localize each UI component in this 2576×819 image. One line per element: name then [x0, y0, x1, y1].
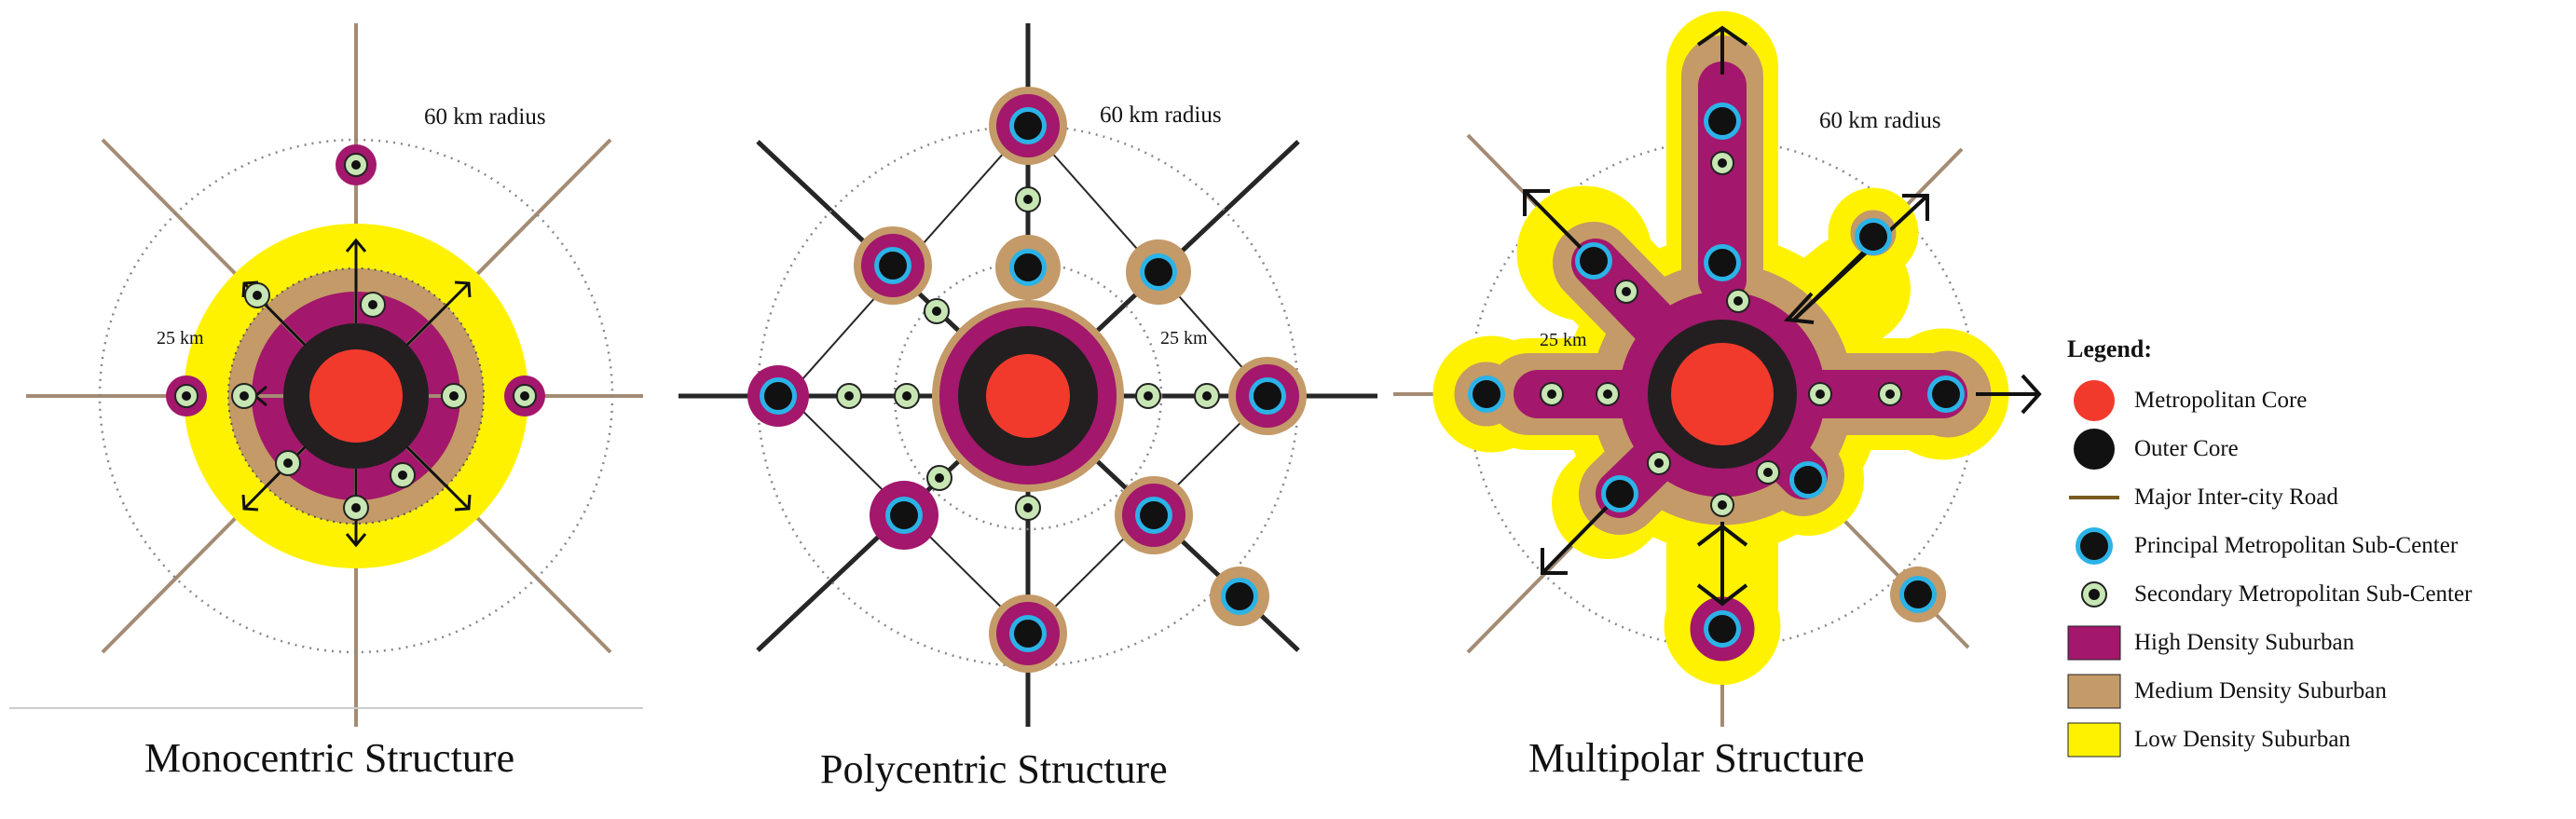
secondary-sub-center: [231, 383, 257, 409]
principal-sub-center: [747, 365, 809, 427]
secondary-sub-center: [244, 282, 270, 308]
poly-25km-label: 25 km: [1160, 328, 1208, 348]
secondary-sub-center: [1647, 451, 1671, 475]
multipolar-title: Multipolar Structure: [1528, 735, 1865, 781]
multi-metropolitan-core: [1671, 343, 1774, 445]
mono-satellite-nodes: [166, 144, 545, 416]
road-swatch: [2067, 477, 2121, 518]
secondary-sub-center: [1614, 280, 1638, 304]
principal-sub-center: [1228, 357, 1307, 435]
high-density-swatch: [2067, 622, 2121, 663]
secondary-sub-center: [1596, 382, 1620, 406]
satellite-node: [166, 375, 207, 416]
satellite-node: [336, 144, 377, 185]
multipolar-diagram: [1393, 11, 2042, 727]
secondary-sub-center: [924, 298, 950, 324]
legend: Legend: Metropolitan Core Outer Core Maj…: [2067, 335, 2570, 764]
principal-sub-center: [1210, 566, 1269, 626]
principal-sub-center: [1704, 244, 1741, 281]
secondary-sub-center: [926, 465, 952, 491]
legend-label: Secondary Metropolitan Sub-Center: [2134, 581, 2473, 607]
secondary-sub-center: [1808, 382, 1832, 406]
principal-sub-center: [1126, 239, 1191, 305]
legend-item-secondary-sub-center: Secondary Metropolitan Sub-Center: [2067, 570, 2570, 619]
monocentric-title: Monocentric Structure: [144, 735, 515, 781]
principal-sub-center: [1704, 102, 1741, 140]
principal-sub-center-swatch: [2067, 526, 2121, 566]
mono-25km-label: 25 km: [157, 328, 204, 348]
principal-sub-center: [1115, 476, 1193, 554]
secondary-sub-center: [1135, 383, 1161, 409]
multi-principal-sub-centers: [1468, 102, 1965, 648]
legend-label: Medium Density Suburban: [2134, 678, 2387, 703]
mono-60km-ring: [98, 138, 614, 654]
medium-density-swatch: [2067, 671, 2121, 712]
principal-sub-center: [1927, 375, 1965, 413]
secondary-sub-center: [1710, 151, 1734, 175]
poly-core-system: [932, 300, 1124, 492]
poly-principal-sub-centers: [747, 87, 1307, 673]
secondary-sub-center: [343, 495, 369, 521]
outer-core-swatch: [2067, 429, 2121, 470]
secondary-sub-center: [275, 450, 301, 476]
principal-sub-center: [870, 481, 939, 550]
secondary-sub-center: [390, 462, 416, 488]
legend-item-principal-sub-center: Principal Metropolitan Sub-Center: [2067, 522, 2570, 570]
polycentric-diagram: [678, 23, 1377, 727]
legend-label: Principal Metropolitan Sub-Center: [2134, 533, 2459, 558]
principal-sub-center: [1468, 375, 1505, 413]
mono-growth-arrows: [241, 238, 472, 548]
principal-sub-center: [1575, 242, 1612, 280]
secondary-sub-center: [1194, 383, 1220, 409]
secondary-sub-center: [836, 383, 862, 409]
monocentric-diagram: [9, 23, 643, 727]
multi-60km-label: 60 km radius: [1819, 108, 1941, 133]
secondary-sub-center: [1015, 495, 1041, 521]
secondary-sub-center: [1710, 493, 1734, 517]
mono-secondary-sub-centers: [231, 282, 467, 521]
legend-item-metropolitan-core: Metropolitan Core: [2067, 376, 2570, 425]
legend-item-high-density: High Density Suburban: [2067, 619, 2570, 667]
legend-label: Outer Core: [2134, 436, 2239, 461]
secondary-sub-center: [1726, 289, 1750, 313]
principal-sub-center: [1855, 218, 1892, 255]
poly-60km-label: 60 km radius: [1100, 102, 1222, 128]
satellite-node: [504, 375, 545, 416]
secondary-sub-center: [360, 292, 386, 318]
secondary-sub-center: [1756, 460, 1780, 485]
mono-60km-label: 60 km radius: [424, 104, 546, 130]
principal-sub-center: [989, 594, 1067, 673]
principal-sub-center: [995, 235, 1061, 300]
metropolitan-core-swatch: [2067, 380, 2121, 421]
legend-label: High Density Suburban: [2134, 630, 2355, 655]
legend-item-road: Major Inter-city Road: [2067, 473, 2570, 522]
multi-25km-label: 25 km: [1540, 330, 1587, 350]
multi-secondary-sub-centers: [1540, 151, 1902, 517]
principal-sub-center: [1601, 475, 1638, 512]
principal-sub-center: [1890, 566, 1946, 622]
polycentric-title: Polycentric Structure: [820, 746, 1168, 792]
poly-secondary-sub-centers: [836, 186, 1220, 521]
legend-label: Metropolitan Core: [2134, 388, 2308, 413]
secondary-sub-center: [894, 383, 920, 409]
secondary-sub-center: [1015, 186, 1041, 212]
legend-title: Legend:: [2067, 335, 2152, 362]
poly-metropolitan-core: [986, 354, 1070, 438]
legend-item-low-density: Low Density Suburban: [2067, 716, 2570, 764]
secondary-sub-center: [1540, 382, 1564, 406]
low-density-swatch: [2067, 719, 2121, 760]
principal-sub-center: [854, 226, 932, 305]
secondary-sub-center: [1878, 382, 1902, 406]
secondary-sub-center-swatch: [2067, 574, 2121, 615]
secondary-sub-center: [441, 383, 467, 409]
mono-metropolitan-core: [309, 349, 403, 443]
principal-sub-center: [1704, 610, 1741, 648]
legend-label: Major Inter-city Road: [2134, 485, 2338, 510]
principal-sub-center: [1789, 461, 1827, 498]
legend-label: Low Density Suburban: [2134, 727, 2350, 752]
legend-item-medium-density: Medium Density Suburban: [2067, 667, 2570, 716]
legend-item-outer-core: Outer Core: [2067, 425, 2570, 473]
principal-sub-center: [989, 87, 1067, 165]
